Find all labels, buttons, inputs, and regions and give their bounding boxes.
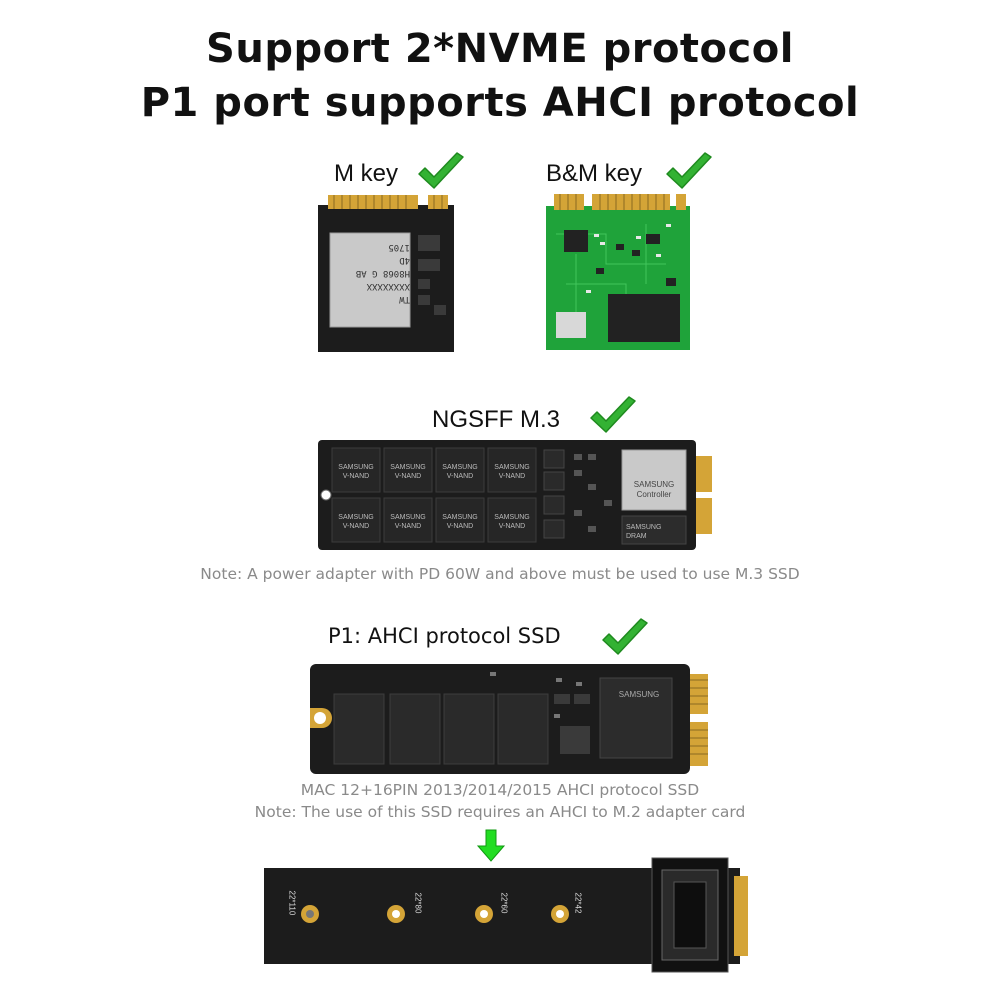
- title-line-2: P1 port supports AHCI protocol: [140, 80, 860, 126]
- ahci-label: P1: AHCI protocol SSD: [328, 624, 561, 648]
- check-icon: [666, 152, 712, 189]
- m-key-ssd-image: [318, 195, 454, 352]
- check-icon: [590, 396, 636, 433]
- ahci-controller-label: SAMSUNG: [618, 690, 660, 699]
- check-icon: [602, 618, 648, 655]
- adapter-card-image: [264, 857, 748, 973]
- down-arrow-icon: [476, 829, 506, 862]
- bm-key-label: B&M key: [546, 160, 643, 187]
- bm-key-ssd-image: [546, 194, 690, 350]
- hole-label-22x60: 22*60: [499, 892, 509, 914]
- hole-label-22x80: 22*80: [413, 892, 423, 914]
- ahci-ssd-image: [310, 664, 708, 774]
- hole-label-22x42: 22*42: [573, 892, 583, 914]
- m-key-chip-text: TW XXXXXXXX H8068 G AB 4D 1705: [355, 242, 410, 304]
- ngsff-note: Note: A power adapter with PD 60W and ab…: [200, 565, 800, 583]
- hole-label-22x110: 22*110: [287, 890, 297, 916]
- ngsff-label: NGSFF M.3: [432, 406, 561, 433]
- ahci-note: Note: The use of this SSD requires an AH…: [254, 803, 746, 821]
- title-line-1: Support 2*NVME protocol: [206, 26, 794, 72]
- ahci-caption: MAC 12+16PIN 2013/2014/2015 AHCI protoco…: [300, 781, 700, 799]
- m-key-label: M key: [334, 160, 399, 187]
- check-icon: [418, 152, 464, 189]
- ngsff-ssd-image: [318, 440, 712, 550]
